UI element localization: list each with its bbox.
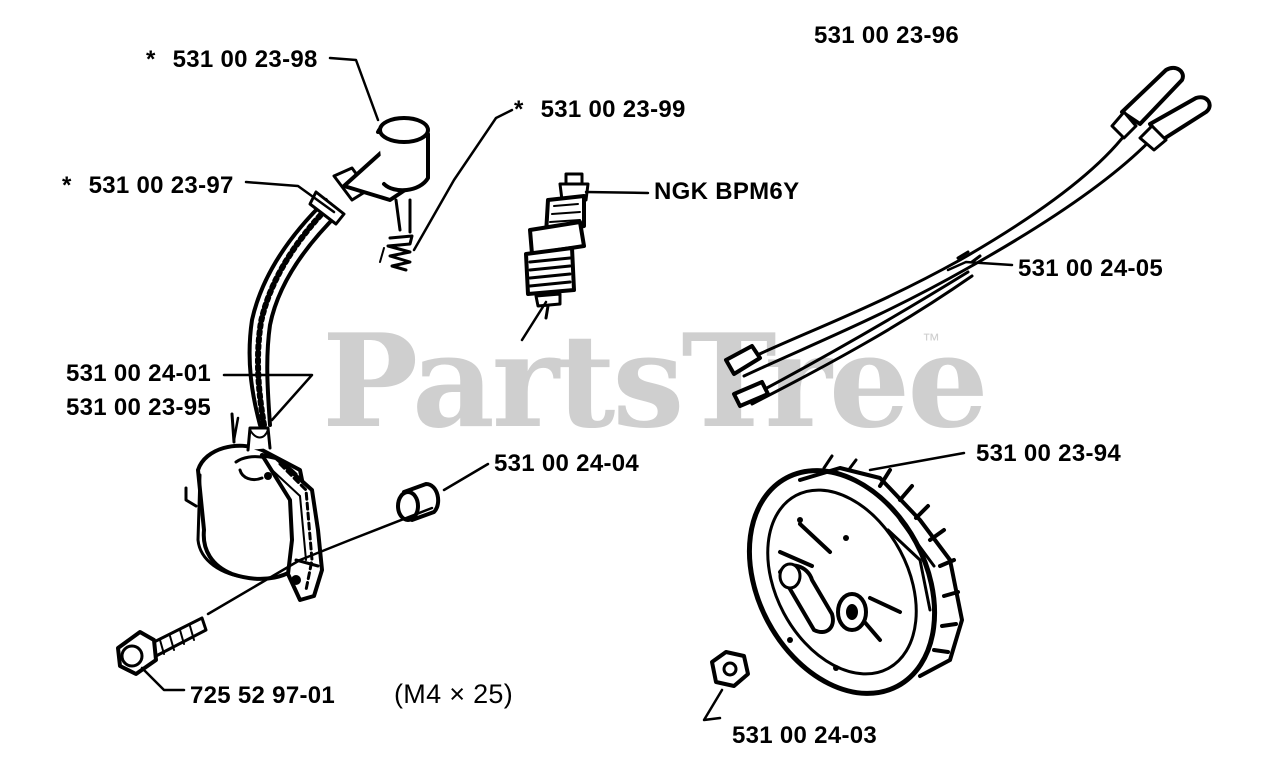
leader-lines: [140, 56, 1014, 722]
label-531-00-23-98: 531 00 23-98: [172, 46, 318, 73]
ht-lead-illustration: [247, 190, 346, 428]
screw-illustration: [116, 616, 208, 676]
label-531-00-23-99: 531 00 23-99: [540, 96, 686, 123]
asterisk-marker: *: [62, 172, 72, 199]
label-725-52-97-01: 725 52 97-01: [190, 682, 336, 709]
label-ngk-bpm6y: NGK BPM6Y: [654, 178, 800, 205]
flywheel-illustration: [746, 454, 964, 696]
label-screw-size: (M4 × 25): [394, 679, 513, 709]
label-531-00-24-04: 531 00 24-04: [494, 450, 640, 477]
label-531-00-23-99-group: * 531 00 23-99: [514, 96, 686, 124]
label-531-00-24-03: 531 00 24-03: [732, 722, 878, 749]
label-531-00-23-97: 531 00 23-97: [88, 172, 234, 199]
asterisk-marker: *: [514, 96, 524, 123]
trademark-symbol: ™: [922, 330, 940, 350]
spark-plug-cap-illustration: [332, 116, 430, 234]
spring-illustration: [379, 234, 414, 272]
ignition-coil-illustration: [184, 412, 324, 602]
wire-harness-illustration: [724, 65, 1212, 408]
asterisk-marker: *: [146, 46, 156, 73]
spark-plug-illustration: [524, 172, 590, 320]
bushing-illustration: [396, 482, 441, 522]
label-531-00-23-97-group: * 531 00 23-97: [62, 172, 234, 200]
label-531-00-24-05: 531 00 24-05: [1018, 255, 1164, 282]
label-531-00-23-95: 531 00 23-95: [66, 394, 212, 421]
label-531-00-23-96: 531 00 23-96: [814, 22, 960, 49]
nut-illustration: [710, 650, 750, 688]
label-531-00-24-01: 531 00 24-01: [66, 360, 212, 387]
label-531-00-23-94: 531 00 23-94: [976, 440, 1122, 467]
label-531-00-23-98-group: * 531 00 23-98: [146, 46, 318, 74]
